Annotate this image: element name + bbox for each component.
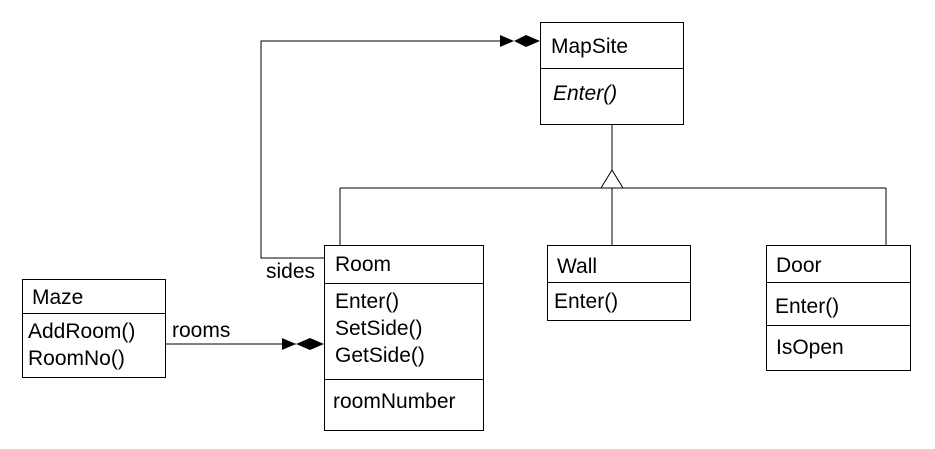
class-mapsite: MapSite Enter() — [540, 22, 684, 125]
rooms-arrowhead — [282, 338, 296, 350]
wall-methods-compartment: Enter() — [548, 282, 690, 320]
mapsite-methods-compartment: Enter() — [541, 68, 683, 124]
rooms-label: rooms — [172, 319, 231, 343]
sides-arrowhead — [500, 35, 514, 47]
room-name-compartment: Room — [325, 246, 483, 283]
maze-name-compartment: Maze — [23, 280, 165, 313]
class-door: Door Enter() IsOpen — [766, 245, 911, 371]
room-method: GetSide() — [335, 344, 425, 367]
door-methods-compartment: Enter() — [767, 282, 910, 325]
mapsite-name: MapSite — [551, 35, 629, 58]
class-maze: Maze AddRoom() RoomNo() — [22, 279, 166, 378]
room-methods-compartment: Enter() SetSide() GetSide() — [325, 283, 483, 379]
sides-association-line — [260, 40, 512, 259]
door-attributes-compartment: IsOpen — [767, 325, 910, 370]
door-attribute: IsOpen — [776, 336, 844, 359]
mapsite-name-compartment: MapSite — [541, 23, 683, 68]
room-name: Room — [335, 253, 392, 276]
sides-label: sides — [266, 260, 316, 284]
door-name-compartment: Door — [767, 246, 910, 282]
rooms-diamond — [296, 338, 324, 350]
room-method: Enter() — [335, 290, 400, 313]
maze-method: AddRoom() — [28, 320, 136, 343]
wall-method: Enter() — [554, 290, 619, 313]
sides-diamond — [514, 35, 540, 47]
door-name: Door — [776, 254, 822, 277]
class-wall: Wall Enter() — [547, 245, 691, 321]
maze-method: RoomNo() — [28, 347, 125, 370]
wall-name: Wall — [557, 255, 598, 278]
room-method: SetSide() — [335, 317, 423, 340]
generalization-arrowhead — [600, 169, 624, 189]
door-method: Enter() — [775, 295, 840, 318]
mapsite-method: Enter() — [553, 82, 618, 105]
class-room: Room Enter() SetSide() GetSide() roomNum… — [324, 245, 484, 431]
maze-methods-compartment: AddRoom() RoomNo() — [23, 313, 165, 377]
room-attributes-compartment: roomNumber — [325, 379, 483, 430]
room-attribute: roomNumber — [333, 390, 456, 413]
wall-name-compartment: Wall — [548, 246, 690, 282]
maze-name: Maze — [32, 286, 84, 309]
